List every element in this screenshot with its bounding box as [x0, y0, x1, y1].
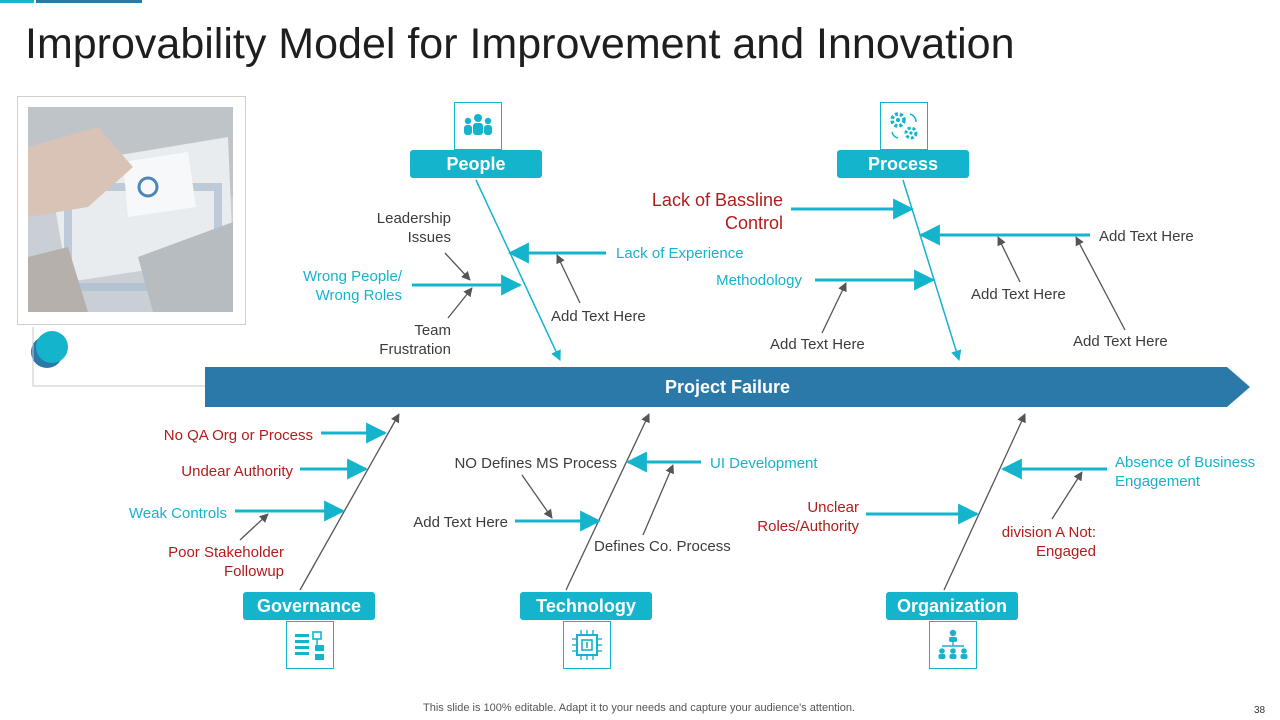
cause-division-not-engaged: division A Not: Engaged: [1001, 524, 1096, 560]
cause-wrong-people: Wrong People/ Wrong Roles: [303, 268, 402, 304]
category-process: Process: [837, 150, 969, 178]
cause-lack-of-experience: Lack of Experience: [616, 245, 744, 262]
cause-process-add-text-2: Add Text Here: [971, 286, 1066, 303]
cause-weak-controls: Weak Controls: [128, 505, 227, 522]
process-bone: [902, 179, 962, 362]
cause-team-frustration: Team Frustration: [379, 322, 451, 358]
cause-ui-development: UI Development: [710, 455, 818, 472]
accent-bar-blue: [36, 0, 142, 3]
page-number: 38: [1254, 705, 1266, 716]
org-chart-icon: [929, 621, 977, 669]
accent-bar-cyan: [0, 0, 34, 3]
technology-bone: [565, 413, 650, 591]
category-people: People: [410, 150, 542, 178]
leadership-arrow: [444, 252, 471, 281]
cause-lack-of-bassline: Lack of Bassline Control: [651, 190, 783, 233]
process-add-arrow-3: [1075, 236, 1126, 331]
office-photo: [28, 107, 233, 312]
cause-process-add-text-4: Add Text Here: [1073, 333, 1168, 350]
cause-leadership-issues: Leadership Issues: [376, 210, 451, 246]
team-arrow: [447, 287, 473, 319]
cause-defines-co-process: Defines Co. Process: [594, 538, 731, 555]
category-organization: Organization: [886, 592, 1018, 620]
no-defines-arrow: [521, 474, 553, 519]
flowchart-icon: [286, 621, 334, 669]
cause-no-defines-ms: NO Defines MS Process: [454, 455, 617, 472]
people-add-arrow: [556, 254, 581, 304]
category-technology: Technology: [520, 592, 652, 620]
people-bone: [475, 179, 561, 361]
cause-process-add-text-1: Add Text Here: [1099, 228, 1194, 245]
cause-no-qa-org: No QA Org or Process: [163, 427, 313, 444]
cause-methodology: Methodology: [716, 272, 802, 289]
spine-label: Project Failure: [664, 377, 791, 397]
cause-people-add-text: Add Text Here: [551, 308, 646, 325]
page-title: Improvability Model for Improvement and …: [25, 20, 1015, 68]
people-group-icon: [454, 102, 502, 150]
cause-poor-stakeholder: Poor Stakeholder Followup: [168, 544, 284, 580]
cause-unclear-roles: Unclear Roles/Authority: [757, 499, 859, 535]
spine-arrow: [205, 367, 1250, 407]
poor-stakeholder-arrow: [239, 513, 269, 541]
cause-absence-engagement: Absence of Business Engagement: [1115, 454, 1256, 490]
cpu-chip-icon: [563, 621, 611, 669]
division-arrow: [1051, 471, 1083, 520]
organization-bone: [943, 413, 1026, 591]
footer-note: This slide is 100% editable. Adapt it to…: [423, 702, 855, 714]
process-add-arrow-2: [997, 236, 1021, 283]
cause-tech-add-text: Add Text Here: [413, 514, 508, 531]
category-governance: Governance: [243, 592, 375, 620]
governance-bone: [299, 413, 400, 591]
cause-undear-authority: Undear Authority: [181, 463, 293, 480]
cause-process-add-text-3: Add Text Here: [770, 336, 865, 353]
gears-icon: [880, 102, 928, 150]
circle-decoration: [16, 327, 226, 389]
defines-co-arrow: [642, 464, 674, 536]
process-add-arrow-1: [821, 282, 847, 334]
